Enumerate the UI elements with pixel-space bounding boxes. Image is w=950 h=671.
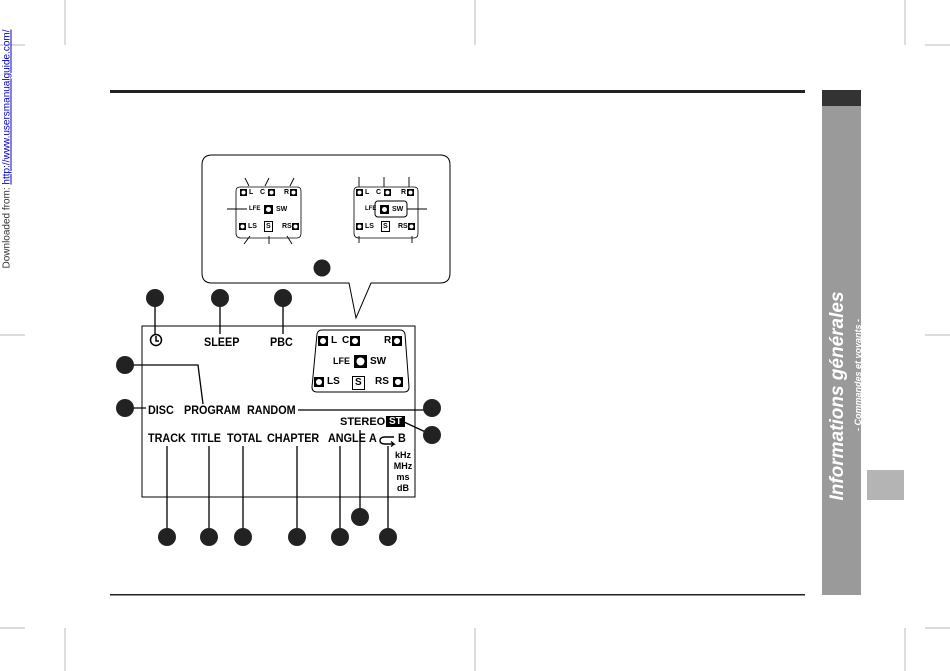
section-subtitle: - Commandes et voyants - — [853, 318, 863, 432]
total-indicator: TOTAL — [227, 431, 263, 445]
inset1-r: R — [284, 189, 290, 196]
b-indicator: B — [398, 431, 406, 445]
a-indicator: A — [369, 431, 377, 445]
angle-indicator: ANGLE — [328, 431, 366, 445]
source-link[interactable]: http://www.usersmanualguide.com/ — [1, 29, 13, 185]
inset2-c: C — [376, 189, 382, 196]
inset1-c: C — [260, 189, 266, 196]
pbc-indicator: PBC — [270, 335, 293, 349]
stereo-indicator: STEREO — [340, 416, 386, 428]
inset2-rs: RS — [398, 223, 408, 230]
unit-khz: kHz — [394, 450, 411, 460]
program-indicator: PROGRAM — [184, 403, 241, 417]
unit-db: dB — [397, 483, 409, 493]
callout-marker — [313, 259, 331, 277]
inset2-sw: SW — [392, 206, 404, 213]
speaker-frame — [311, 329, 410, 393]
unit-ms: ms — [396, 472, 410, 482]
speaker-r: R — [384, 335, 392, 346]
repeat-arrow-icon — [379, 436, 396, 448]
inset1-s: S — [264, 221, 273, 232]
st-indicator: ST — [386, 416, 405, 427]
display-frame — [141, 325, 416, 498]
speaker-indicators — [314, 336, 403, 387]
footer-rule — [110, 594, 805, 596]
chapter-indicator: CHAPTER — [267, 431, 320, 445]
inset1-l: L — [249, 189, 254, 196]
page-marker — [867, 470, 904, 500]
section-title: Informations générales — [827, 291, 848, 501]
section-tab-header — [822, 90, 861, 106]
speaker-c: C — [342, 335, 350, 346]
unit-indicators: kHz MHz ms dB — [392, 450, 414, 494]
download-source: Downloaded from: http://www.usersmanualg… — [1, 29, 13, 269]
speaker-s: S — [352, 376, 365, 390]
inset2-r: R — [401, 189, 407, 196]
disc-indicator: DISC — [148, 403, 174, 417]
speaker-rs: RS — [375, 376, 389, 387]
speaker-sw: SW — [370, 356, 387, 367]
callout-markers — [116, 289, 441, 546]
speaker-ls: LS — [327, 376, 340, 387]
sleep-indicator: SLEEP — [204, 335, 240, 349]
callout-box — [201, 154, 451, 320]
speaker-lfe: LFE — [333, 356, 350, 366]
inset1-rs: RS — [282, 223, 292, 230]
inset1-sw: SW — [276, 206, 288, 213]
title-indicator: TITLE — [191, 431, 221, 445]
inset2-s: S — [381, 221, 390, 232]
inset1-lfe: LFE — [249, 206, 261, 212]
speaker-l: L — [331, 335, 338, 346]
inset1-ls: LS — [248, 223, 257, 230]
random-indicator: RANDOM — [247, 403, 296, 417]
inset2-l: L — [365, 189, 370, 196]
section-tab: Informations générales - Commandes et vo… — [822, 90, 863, 595]
unit-mhz: MHz — [393, 461, 413, 471]
clock-icon — [149, 333, 163, 347]
header-rule — [110, 90, 805, 93]
track-indicator: TRACK — [148, 431, 186, 445]
inset2-lfe: LFE — [365, 206, 377, 212]
inset2-ls: LS — [365, 223, 374, 230]
